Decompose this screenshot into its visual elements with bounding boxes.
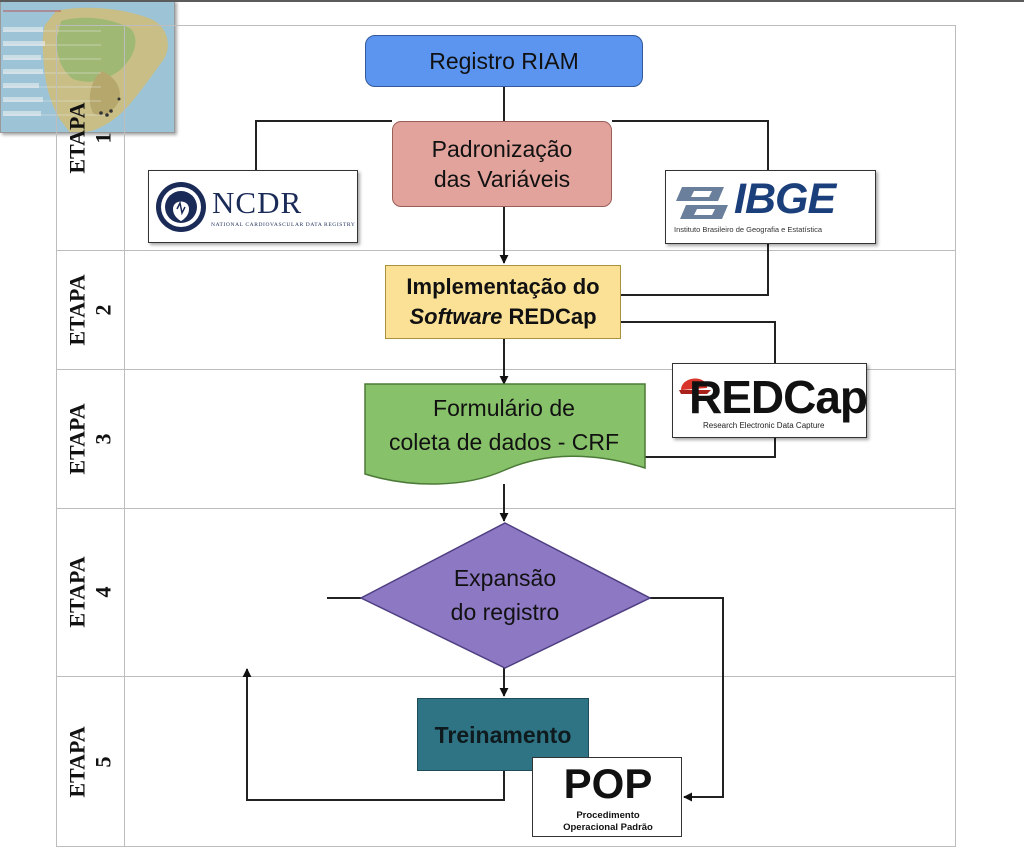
- ibge-emblem-icon: [676, 187, 728, 219]
- ncdr-logo: NCDR NATIONAL CARDIOVASCULAR DATA REGIST…: [148, 170, 358, 243]
- connector-implementacao-redcap: [621, 321, 776, 363]
- formulario-label-line1: Formulário de: [433, 395, 575, 421]
- connector-redcap-formulario: [645, 438, 776, 458]
- redcap-logo: REDCap Research Electronic Data Capture: [672, 363, 868, 438]
- ncdr-subtitle: NATIONAL CARDIOVASCULAR DATA REGISTRY: [211, 222, 356, 228]
- ncdr-wordmark: NCDR: [212, 185, 303, 220]
- padronizacao-label-line2: das Variáveis: [433, 166, 571, 192]
- expansao-label-line1: Expansão: [454, 565, 556, 591]
- top-rule: [0, 0, 1024, 2]
- registro-label: Registro RIAM: [429, 48, 579, 74]
- connector-treinamento-map: [242, 668, 505, 801]
- ncdr-seal-icon: [156, 182, 206, 232]
- ibge-wordmark: IBGE: [734, 175, 836, 223]
- pop-title: POP: [563, 760, 653, 807]
- redcap-subtitle: Research Electronic Data Capture: [703, 421, 825, 430]
- pop-box: POP Procedimento Operacional Padrão: [532, 757, 682, 837]
- formulario-document-shape: [364, 383, 646, 485]
- treinamento-label: Treinamento: [434, 721, 572, 748]
- stages-table: [56, 25, 956, 847]
- row-divider: [56, 369, 956, 370]
- connector-expansao-pop: [650, 597, 724, 802]
- padronizacao-label-line1: Padronização: [431, 136, 573, 162]
- ibge-subtitle: Instituto Brasileiro de Geografia e Esta…: [674, 225, 822, 234]
- row-divider: [56, 676, 956, 677]
- implementacao-node: Implementação do Software REDCap: [385, 265, 621, 339]
- registro-riam-node: Registro RIAM: [365, 35, 643, 87]
- ibge-logo: IBGE Instituto Brasileiro de Geografia e…: [665, 170, 876, 244]
- map-illustration: [1, 1, 174, 132]
- connector-ncdr: [255, 120, 392, 170]
- pop-subtitle-line2: Operacional Padrão: [563, 822, 653, 833]
- row-divider: [56, 250, 956, 251]
- formulario-label-line2: coleta de dados - CRF: [389, 429, 619, 455]
- row-divider: [56, 508, 956, 509]
- brazil-map-image: [0, 0, 175, 133]
- pop-subtitle: Procedimento Operacional Padrão: [533, 810, 683, 834]
- red-cap-icon: [679, 378, 711, 394]
- redcap-wordmark: REDCap: [689, 371, 868, 423]
- redcap-text: REDCap: [502, 304, 597, 329]
- connector-ibge-implementacao: [621, 244, 769, 296]
- implementacao-label-line2: Software REDCap: [406, 302, 599, 332]
- padronizacao-node: Padronização das Variáveis: [392, 121, 612, 207]
- expansao-diamond-shape: [359, 522, 652, 669]
- pop-subtitle-line1: Procedimento: [576, 810, 640, 821]
- connector-ibge: [612, 120, 769, 170]
- expansao-label-line2: do registro: [451, 599, 560, 625]
- implementacao-label-line1: Implementação do: [406, 274, 600, 299]
- stage-label-column: [56, 25, 125, 847]
- software-italic-text: Software: [409, 304, 503, 329]
